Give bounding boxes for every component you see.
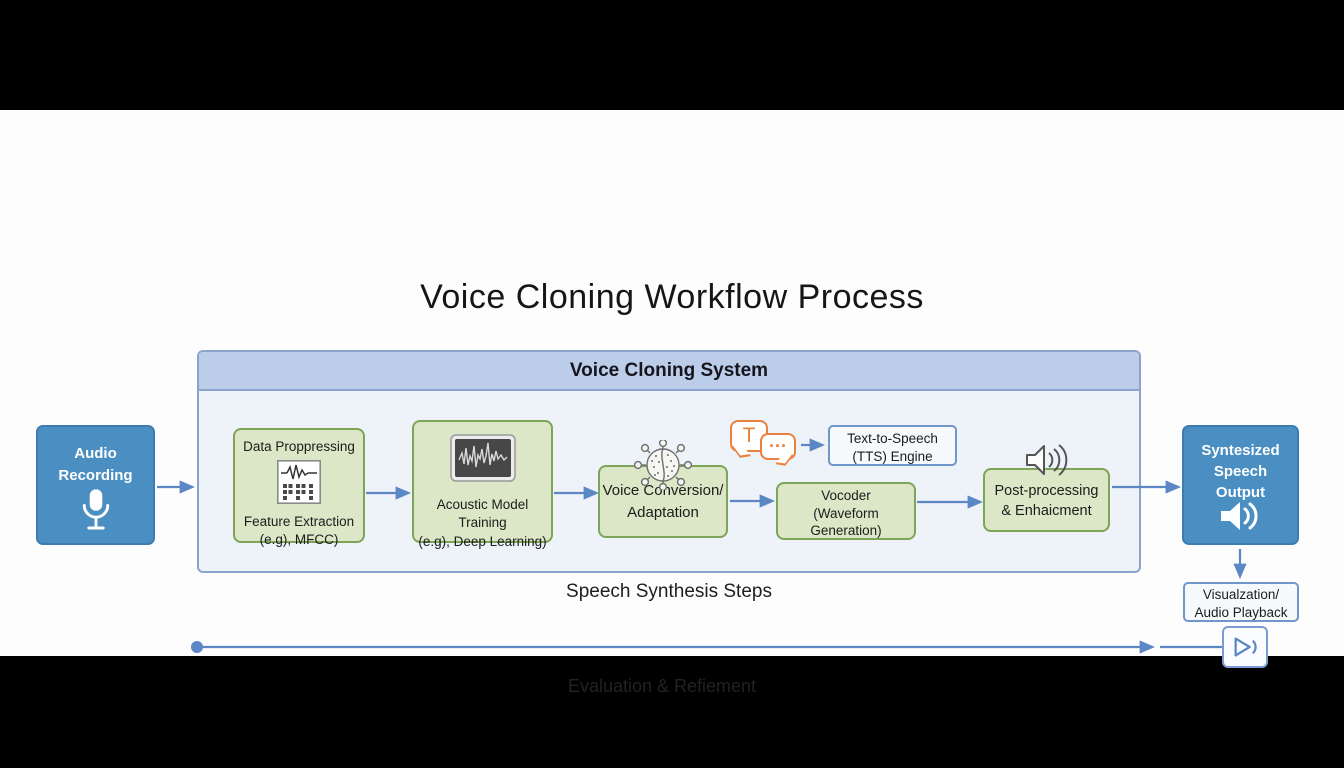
acoustic-training-label: Acoustic Model Training (e.g), Deep Lear… [418, 497, 547, 549]
node-vocoder: Vocoder (Waveform Generation) [776, 482, 916, 540]
evaluation-line-start-dot [191, 641, 203, 653]
chat-bubbles-icon: T ... [730, 420, 804, 470]
audio-playback-button [1222, 626, 1268, 668]
speaker-icon [1220, 502, 1257, 530]
system-container-title: Voice Cloning System [199, 352, 1139, 391]
speaker-outline-icon [1025, 444, 1067, 476]
node-visualization: Visualzation/ Audio Playback [1183, 582, 1299, 622]
voice-conversion-label: Voice Conversion/ Adaptation [602, 481, 724, 521]
audio-recording-label: Audio Recording [58, 445, 133, 484]
feature-matrix-icon [277, 459, 322, 504]
data-preprocessing-subtitle: Feature Extraction (e.g), MFCC) [243, 514, 355, 547]
data-preprocessing-title: Data Proppressing [243, 439, 355, 454]
connector-overlay [157, 438, 1247, 654]
vocoder-label: Vocoder (Waveform Generation) [810, 488, 882, 539]
slide-content: Voice Cloning Workflow Process Voice Clo… [0, 110, 1344, 696]
node-tts-engine: Text-to-Speech (TTS) Engine [828, 425, 957, 466]
speech-synthesis-steps-label: Speech Synthesis Steps [566, 581, 772, 602]
evaluation-refinement-label: Evaluation & Refiement [567, 676, 757, 696]
node-acoustic-training: Acoustic Model Training (e.g), Deep Lear… [412, 420, 553, 549]
text-bubble-letter: T [742, 424, 756, 447]
neural-network-icon [634, 440, 692, 490]
node-data-preprocessing: Data Proppressing [233, 428, 365, 547]
speech-output-label: Syntesized Speech Output [1201, 442, 1280, 501]
waveform-screen-icon [449, 434, 516, 482]
dots-bubble-text: ... [768, 431, 787, 451]
microphone-icon [82, 489, 109, 530]
tts-engine-label: Text-to-Speech (TTS) Engine [847, 431, 938, 465]
node-audio-recording: Audio Recording [36, 425, 155, 545]
post-processing-label: Post-processing & Enhaicment [994, 483, 1099, 520]
node-post-processing: Post-processing & Enhaicment [983, 444, 1110, 532]
node-speech-output: Syntesized Speech Output [1182, 425, 1299, 545]
play-sound-icon [1234, 637, 1257, 657]
dots-bubble: ... [760, 431, 796, 460]
visualization-label: Visualzation/ Audio Playback [1194, 587, 1288, 621]
node-voice-conversion: Voice Conversion/ Adaptation [598, 440, 728, 538]
page-title: Voice Cloning Workflow Process [420, 278, 924, 316]
